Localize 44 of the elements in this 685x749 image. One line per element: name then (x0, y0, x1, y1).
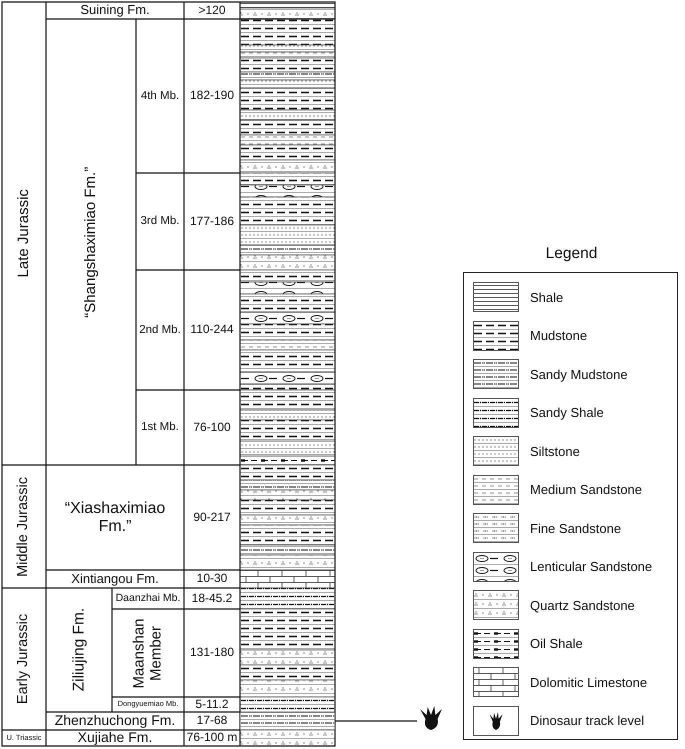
member-name: Maanshan Member (132, 617, 164, 689)
legend-label: Lenticular Sandstone (530, 559, 652, 574)
formation-name: “Shangshaximiao Fm.” (82, 166, 100, 318)
formation-name: Zhenzhuchong Fm. (54, 713, 176, 729)
legend-label: Quartz Sandstone (530, 598, 635, 612)
thickness-value: 110-244 (190, 323, 234, 337)
thickness-value: 76-100 m (186, 731, 238, 745)
epoch-label: Middle Jurassic (16, 476, 32, 576)
thickness-value: 177-186 (190, 214, 234, 228)
member-name: 3rd Mb. (140, 215, 180, 228)
formation-name: Suining Fm. (80, 3, 150, 18)
member-name: 4th Mb. (140, 90, 180, 102)
thickness-value: 76-100 (193, 420, 231, 434)
legend-label: Fine Sandstone (530, 520, 622, 536)
legend-label: Dolomitic Limestone (530, 674, 648, 690)
formation-name: Xujiahe Fm. (78, 730, 152, 746)
thickness-value: 18-45.2 (192, 592, 232, 606)
legend-label: Siltstone (530, 444, 580, 458)
legend-label: Shale (530, 290, 564, 304)
epoch-label: Late Jurassic (16, 189, 32, 278)
legend-label: Medium Sandstone (530, 482, 642, 497)
thickness-value: 17-68 (196, 714, 228, 728)
formation-name: “Xiashaximiao Fm.” (64, 500, 166, 536)
thickness-value: 5-11.2 (195, 698, 229, 712)
thickness-value: >120 (198, 4, 226, 18)
legend-label: Mudstone (530, 328, 588, 343)
thickness-value: 90-217 (193, 510, 231, 524)
thickness-value: 10-30 (196, 572, 228, 586)
member-name: 2nd Mb. (139, 324, 181, 336)
member-name: Daanzhai Mb. (116, 592, 180, 604)
legend-title: Legend (546, 245, 598, 263)
rock-layer (240, 712, 335, 730)
legend-label: Oil Shale (530, 636, 583, 651)
legend-label: Dinosaur track level (530, 713, 644, 728)
epoch-label: Early Jurassic (16, 614, 32, 704)
thickness-value: 131-180 (190, 646, 234, 660)
member-name: 1st Mb. (141, 421, 179, 434)
thickness-value: 182-190 (190, 89, 234, 103)
legend-label: Sandy Shale (530, 405, 604, 420)
leader-line (335, 720, 417, 722)
legend-label: Sandy Mudstone (530, 366, 628, 382)
formation-name: Xintiangou Fm. (71, 572, 159, 586)
formation-name: Ziliujing Fm. (70, 608, 88, 692)
dinosaur-footprint-icon (420, 706, 442, 730)
